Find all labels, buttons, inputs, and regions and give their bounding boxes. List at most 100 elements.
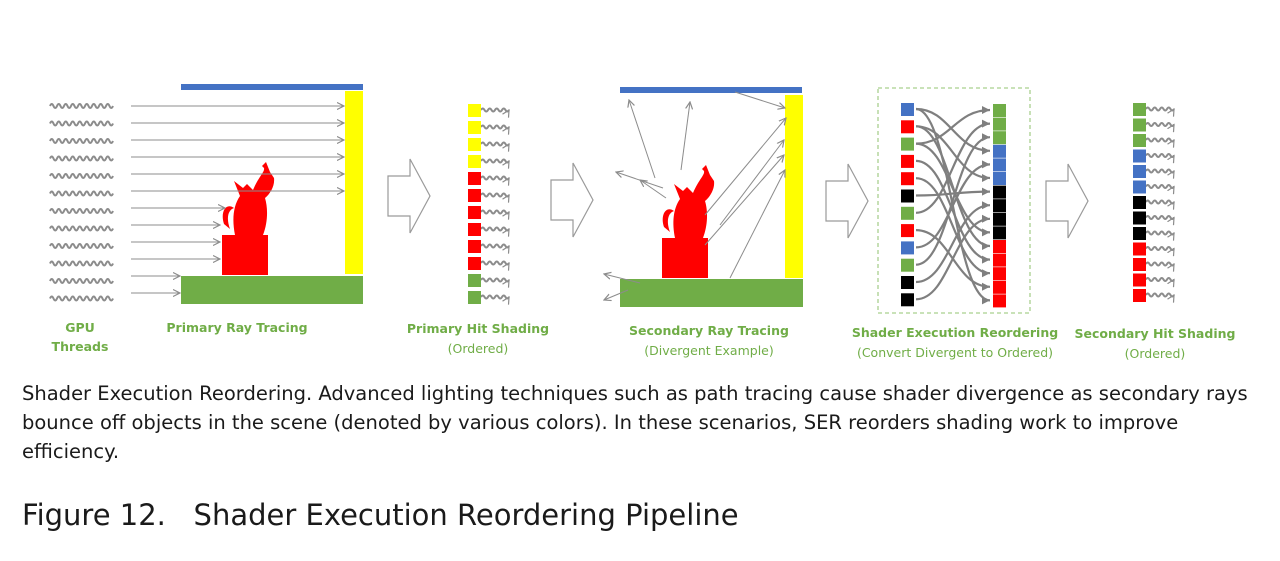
shader-execution-reordering-box xyxy=(877,87,1031,314)
ser-input-square xyxy=(901,293,914,307)
thread-wave xyxy=(1145,122,1175,126)
gpu-threads-group xyxy=(49,103,114,302)
transition-arrow xyxy=(550,162,594,238)
cat2-silhouette xyxy=(662,165,715,238)
stage-label-secondary-hit-shading: Secondary Hit Shading xyxy=(1075,326,1236,341)
secondary-hit-square xyxy=(1133,103,1146,116)
stage-sublabel-ser: (Convert Divergent to Ordered) xyxy=(857,345,1053,360)
thread-wave xyxy=(49,225,114,232)
ser-output-square xyxy=(993,294,1006,308)
secondary-hit-square xyxy=(1133,180,1146,194)
scene2-red-pedestal xyxy=(662,238,708,278)
ser-pipeline-diagram: GPU Threads Primary Ray Tracing Primary … xyxy=(49,84,1236,361)
secondary-hit-shading-column xyxy=(1133,103,1175,302)
thread-wave xyxy=(1145,261,1175,266)
scene-green-floor xyxy=(181,276,363,304)
thread-wave xyxy=(49,260,114,267)
secondary-ray xyxy=(704,118,786,216)
secondary-ray xyxy=(616,172,664,189)
secondary-ray-tracing-scene xyxy=(604,87,803,307)
reorder-curve xyxy=(915,106,991,145)
thread-wave xyxy=(480,107,510,112)
secondary-hit-square xyxy=(1133,134,1146,147)
thread-wave xyxy=(1145,153,1175,157)
ser-input-square xyxy=(901,189,914,203)
stage-sublabel-secondary-hit: (Ordered) xyxy=(1125,346,1186,361)
thread-wave xyxy=(1145,184,1175,188)
ser-output-square xyxy=(993,267,1006,281)
stage-label-primary-ray-tracing: Primary Ray Tracing xyxy=(166,320,307,335)
scene2-right-yellow-wall xyxy=(785,95,803,278)
secondary-hit-square xyxy=(1133,242,1146,256)
ser-input-square xyxy=(901,206,914,220)
thread-wave xyxy=(1145,137,1175,142)
thread-wave xyxy=(480,277,510,282)
ser-input-square xyxy=(901,120,914,134)
thread-wave xyxy=(480,175,510,180)
secondary-ray xyxy=(729,170,785,279)
thread-wave xyxy=(1145,168,1175,173)
cat-silhouette xyxy=(222,162,275,235)
secondary-hit-square xyxy=(1133,211,1146,225)
thread-wave xyxy=(480,124,510,129)
figure-number: Figure 12. xyxy=(22,498,166,532)
thread-wave xyxy=(49,120,114,127)
primary-hit-square xyxy=(468,257,481,270)
scene-top-blue-bar xyxy=(181,84,363,90)
ser-input-square xyxy=(901,241,914,255)
thread-wave xyxy=(480,141,510,146)
primary-hit-square xyxy=(468,291,481,304)
ser-output-square xyxy=(993,226,1006,240)
thread-wave xyxy=(480,226,510,231)
secondary-hit-square xyxy=(1133,289,1146,302)
thread-wave xyxy=(480,209,510,214)
reorder-curve xyxy=(915,133,991,266)
stage-label-gpu: GPU xyxy=(65,320,95,335)
primary-hit-square xyxy=(468,104,481,117)
thread-wave xyxy=(49,173,114,179)
figure-title-text: Shader Execution Reordering Pipeline xyxy=(193,498,739,532)
scene2-green-floor xyxy=(620,279,803,307)
scene-right-yellow-wall xyxy=(345,91,363,274)
primary-hit-square xyxy=(468,189,481,202)
thread-wave xyxy=(1145,230,1175,235)
secondary-hit-square xyxy=(1133,273,1146,287)
reorder-curve xyxy=(915,142,991,237)
primary-ray-tracing-scene xyxy=(131,84,363,304)
reorder-curve xyxy=(915,119,991,214)
ser-output-square xyxy=(993,144,1006,158)
primary-hit-square xyxy=(468,240,481,253)
ser-input-square xyxy=(901,103,914,116)
thread-wave xyxy=(49,103,114,109)
transition-arrow xyxy=(825,163,869,239)
ser-input-square xyxy=(901,276,914,289)
primary-hit-square xyxy=(468,172,481,185)
thread-wave xyxy=(480,260,510,265)
transition-arrow xyxy=(1045,163,1089,239)
ser-output-square xyxy=(993,280,1006,294)
thread-wave xyxy=(49,208,114,214)
thread-wave xyxy=(1145,246,1175,250)
ser-output-square xyxy=(993,212,1006,226)
ser-output-square xyxy=(993,199,1006,213)
stage-label-secondary-ray-tracing: Secondary Ray Tracing xyxy=(629,323,789,338)
thread-wave xyxy=(1145,292,1175,297)
secondary-hit-square xyxy=(1133,118,1146,132)
primary-hit-square xyxy=(468,223,481,236)
ser-output-square xyxy=(993,104,1006,117)
thread-wave xyxy=(480,243,510,248)
reorder-curve xyxy=(915,214,991,301)
ser-input-square xyxy=(901,258,914,272)
stage-transition-arrows xyxy=(387,158,1089,239)
reorder-curve xyxy=(915,125,991,182)
secondary-hit-square xyxy=(1133,227,1146,240)
ser-output-square xyxy=(993,158,1006,172)
reorder-curve xyxy=(915,159,991,264)
primary-hit-square xyxy=(468,155,481,168)
stage-sublabel-primary-hit: (Ordered) xyxy=(448,341,509,356)
transition-arrow xyxy=(387,158,431,234)
ser-output-square xyxy=(993,240,1006,253)
ser-dashed-frame xyxy=(877,87,1031,314)
ser-input-square xyxy=(901,224,914,238)
thread-wave xyxy=(480,158,510,163)
